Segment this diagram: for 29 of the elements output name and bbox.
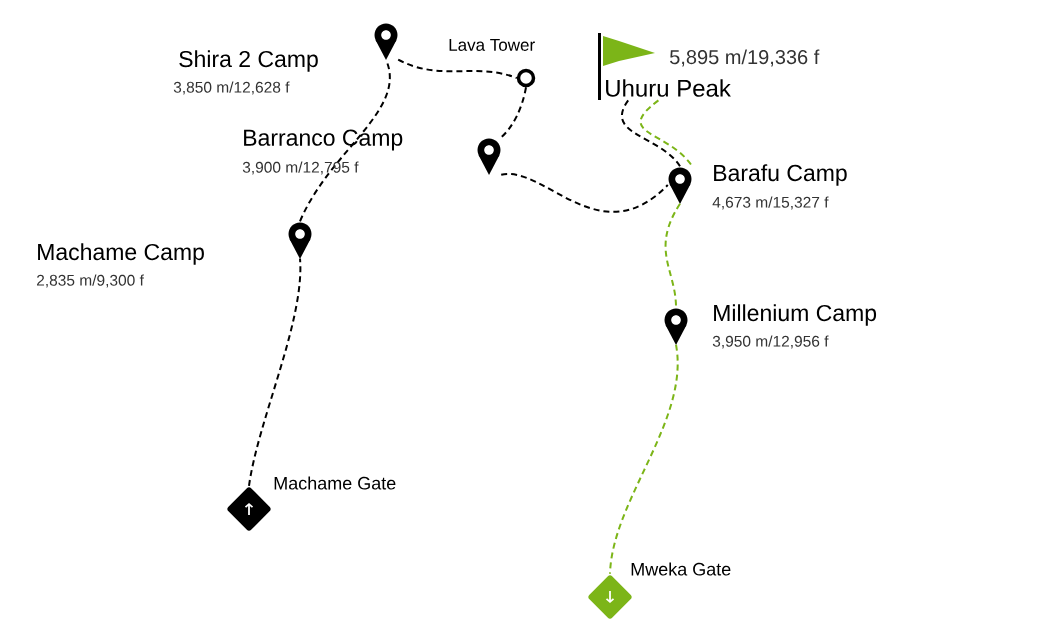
altitude-label: 3,850 m/12,628 f — [173, 81, 290, 95]
trail-line — [609, 343, 679, 575]
map-pin — [668, 167, 692, 204]
trail-line — [500, 173, 669, 213]
altitude-label: 3,950 m/12,956 f — [712, 335, 829, 349]
altitude-label: 3,900 m/12,795 f — [242, 161, 359, 175]
map-pin — [477, 138, 501, 175]
place-name: Lava Tower — [449, 39, 535, 51]
trail-line — [397, 58, 518, 79]
place-name: Millenium Camp — [714, 304, 877, 326]
map-pin — [664, 308, 688, 345]
trail-line — [248, 257, 302, 487]
place-name: Machame Camp — [38, 243, 204, 265]
place-name: Shira 2 Camp — [179, 50, 318, 72]
place-name: Barranco Camp — [244, 129, 403, 151]
place-name: Barafu Camp — [714, 164, 847, 186]
trail-line — [639, 99, 694, 168]
place-name: Uhuru Peak — [606, 79, 731, 97]
trail-line — [664, 202, 681, 309]
place-name: Mweka Gate — [631, 562, 731, 576]
waypoint-circle — [516, 68, 536, 88]
altitude-label: 2,835 m/9,300 f — [37, 274, 144, 288]
trail-line — [500, 86, 527, 139]
map-pin — [374, 23, 398, 60]
map-pin — [288, 222, 312, 259]
place-name: Machame Gate — [274, 476, 396, 490]
trail-line — [620, 99, 681, 168]
altitude-label: 4,673 m/15,327 f — [712, 196, 829, 210]
altitude-label: 5,895 m/19,336 f — [670, 49, 820, 67]
